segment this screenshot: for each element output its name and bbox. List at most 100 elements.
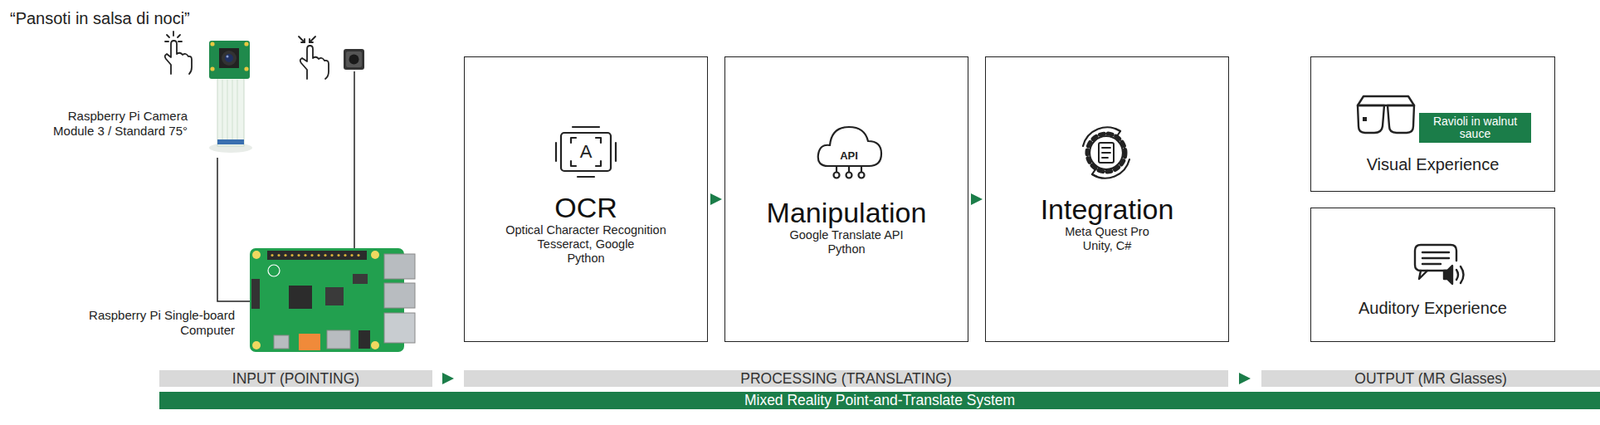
integration-gear-icon-part [1092,169,1098,177]
illustration-part-part [277,253,280,257]
api-cloud-icon [818,126,882,179]
phase-bar: PROCESSING (TRANSLATING) [463,370,1229,387]
push-button-part [343,48,365,70]
tap-gesture-icon [165,31,192,74]
wire-part [217,157,250,302]
arrow-head [1239,372,1251,385]
wire-part [353,71,356,250]
flow-arrow [710,193,722,205]
raspberry-pi-board-part [251,278,260,309]
stage-title: Integration [1040,193,1175,225]
illustration-part-part [336,253,340,257]
camera-module-part [221,50,237,66]
raspberry-pi-board-part [252,250,261,259]
output-box: Auditory Experience [1310,207,1556,342]
stage-title: OCR [554,191,618,224]
arrow-head [710,193,722,205]
api-cloud-icon-part [848,165,850,172]
camera-module-part [209,41,215,46]
camera-module-part [219,48,240,69]
camera-module-part [217,139,244,145]
mr-glasses-icon-part [1357,96,1415,106]
raspberry-pi-board-part [288,285,313,309]
integration-gear-icon-part [1098,142,1114,163]
arrow-head [970,193,983,205]
illustration-part-part [310,253,313,257]
integration-gear-icon-part [1089,136,1123,170]
tap-gesture-icon-part [177,34,181,38]
pinch-gesture-icon-part [309,36,316,43]
part-label: Raspberry Pi Single-board Computer [87,307,235,338]
flow-arrow [442,372,454,385]
output-title: Auditory Experience [1311,297,1555,318]
icon-glyph: API [828,149,870,163]
illustration-part-part [317,253,320,257]
ocr-icon-part [595,137,601,143]
raspberry-pi-board-part [267,250,367,260]
system-band: Mixed Reality Point-and-Translate System [159,391,1600,410]
stage-detail: Tesseract, Google [537,237,635,252]
pinch-gesture-icon [298,36,329,79]
audio-document-icon-part [1422,257,1449,259]
camera-module [209,40,253,153]
ocr-icon-part [570,137,576,143]
tap-gesture-icon-part [178,40,182,43]
illustration-part [270,253,360,257]
integration-gear-icon [1082,126,1130,178]
audio-document-icon-part [1443,265,1453,284]
tap-gesture-icon-part [165,40,169,43]
illustration-part-part [303,253,307,257]
raspberry-pi-board-part [384,253,415,279]
icon-glyph: A [569,141,603,162]
camera-module-part [209,66,215,71]
ocr-icon-part [555,142,557,161]
raspberry-pi-board-part [268,264,280,277]
raspberry-pi-board-part [384,282,415,308]
mr-glasses-icon [1357,96,1415,133]
api-cloud-icon-part [834,172,840,179]
translated-text: Ravioli in walnut sauce [1424,115,1527,141]
raspberry-pi-board-part [273,335,289,349]
illustration-part-part [290,253,293,257]
camera-module-part [226,55,230,59]
stage-detail: Optical Character Recognition [505,223,666,238]
flow-arrow [1239,372,1251,385]
integration-gear-icon-part [1087,133,1126,172]
raspberry-pi-board-part [370,250,380,259]
integration-gear-icon-part [1115,128,1121,137]
audio-document-icon-part [1460,266,1464,283]
raspberry-pi-board-part [352,273,368,284]
ocr-icon-part [595,160,601,166]
stage-detail: Python [566,251,605,266]
integration-gear-icon-part [1102,151,1111,154]
camera-module-part [224,53,234,63]
output-box: Visual ExperienceRavioli in walnut sauce [1310,56,1556,192]
camera-module-part [237,79,239,143]
raspberry-pi-board-part [358,330,371,349]
phase-label: INPUT (POINTING) [232,370,360,387]
push-button [343,48,365,70]
audio-document-icon-part [1419,270,1428,279]
source-text: “Pansoti in salsa di noci” [9,8,191,29]
stage-title: Manipulation [766,196,927,229]
pinch-gesture-icon-part [301,39,305,43]
translation-tag: Ravioli in walnut sauce [1419,112,1532,143]
camera-module-part [232,79,234,143]
stage-detail: Meta Quest Pro [1064,224,1150,240]
process-box: ManipulationGoogle Translate APIPython [724,56,969,342]
raspberry-pi-board-part [252,341,261,350]
ocr-icon [556,126,616,177]
camera-module-part [217,76,244,147]
part-label: Raspberry Pi Camera Module 3 / Standard … [28,108,188,139]
mr-glasses-icon-part [1387,105,1415,133]
phase-bar: INPUT (POINTING) [159,370,433,387]
tap-gesture-icon-part [165,40,192,74]
ocr-icon-part [560,132,611,171]
audio-document-icon-part [1422,251,1449,254]
illustration-part-part [330,253,333,257]
camera-module-part [222,79,224,143]
camera-module-part [243,41,249,46]
ocr-icon-part [577,175,595,178]
raspberry-pi-board-part [325,287,344,306]
raspberry-pi-board-part [298,333,321,351]
